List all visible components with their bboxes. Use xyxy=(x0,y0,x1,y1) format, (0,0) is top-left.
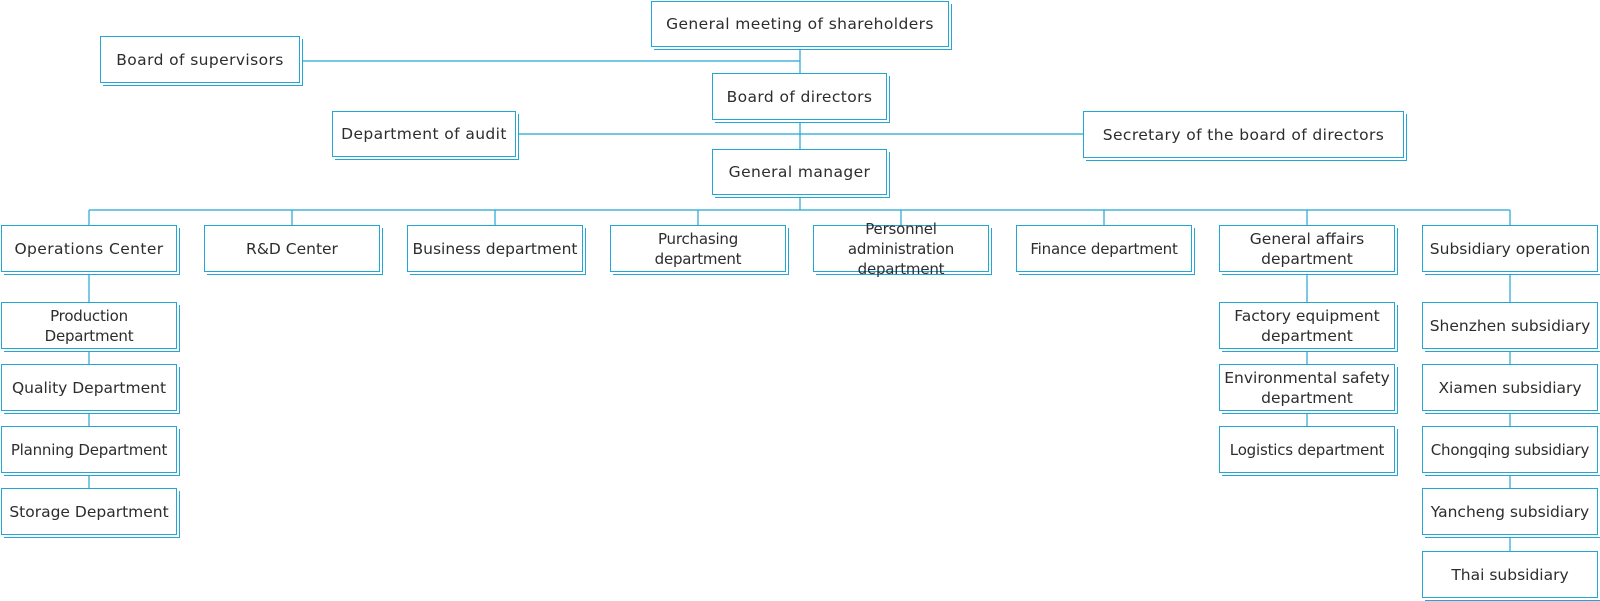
node-supervisors: Board of supervisors xyxy=(100,36,300,83)
node-thai-subsidiary: Thai subsidiary xyxy=(1422,551,1598,598)
node-general-manager: General manager xyxy=(712,149,887,195)
node-shenzhen-subsidiary: Shenzhen subsidiary xyxy=(1422,302,1598,349)
node-chongqing-subsidiary: Chongqing subsidiary xyxy=(1422,426,1598,473)
node-finance-department: Finance department xyxy=(1016,225,1192,272)
node-shareholders: General meeting of shareholders xyxy=(651,1,949,47)
node-business-department: Business department xyxy=(407,225,583,272)
node-directors: Board of directors xyxy=(712,73,887,120)
node-storage-department: Storage Department xyxy=(1,488,177,535)
node-general-affairs: General affairs department xyxy=(1219,225,1395,272)
node-planning-department: Planning Department xyxy=(1,426,177,473)
node-factory-equipment: Factory equipment department xyxy=(1219,302,1395,349)
node-logistics-department: Logistics department xyxy=(1219,426,1395,473)
node-purchasing-department: Purchasing department xyxy=(610,225,786,272)
node-subsidiary-operation: Subsidiary operation xyxy=(1422,225,1598,272)
node-secretary: Secretary of the board of directors xyxy=(1083,111,1404,158)
node-yancheng-subsidiary: Yancheng subsidiary xyxy=(1422,488,1598,535)
node-environmental-safety: Environmental safety department xyxy=(1219,364,1395,411)
node-rd-center: R&D Center xyxy=(204,225,380,272)
node-xiamen-subsidiary: Xiamen subsidiary xyxy=(1422,364,1598,411)
node-personnel-administration: Personnel administration department xyxy=(813,220,989,278)
node-operations-center: Operations Center xyxy=(1,225,177,272)
node-audit: Department of audit xyxy=(332,111,516,157)
node-quality-department: Quality Department xyxy=(1,364,177,411)
node-production-department: Production Department xyxy=(1,302,177,349)
